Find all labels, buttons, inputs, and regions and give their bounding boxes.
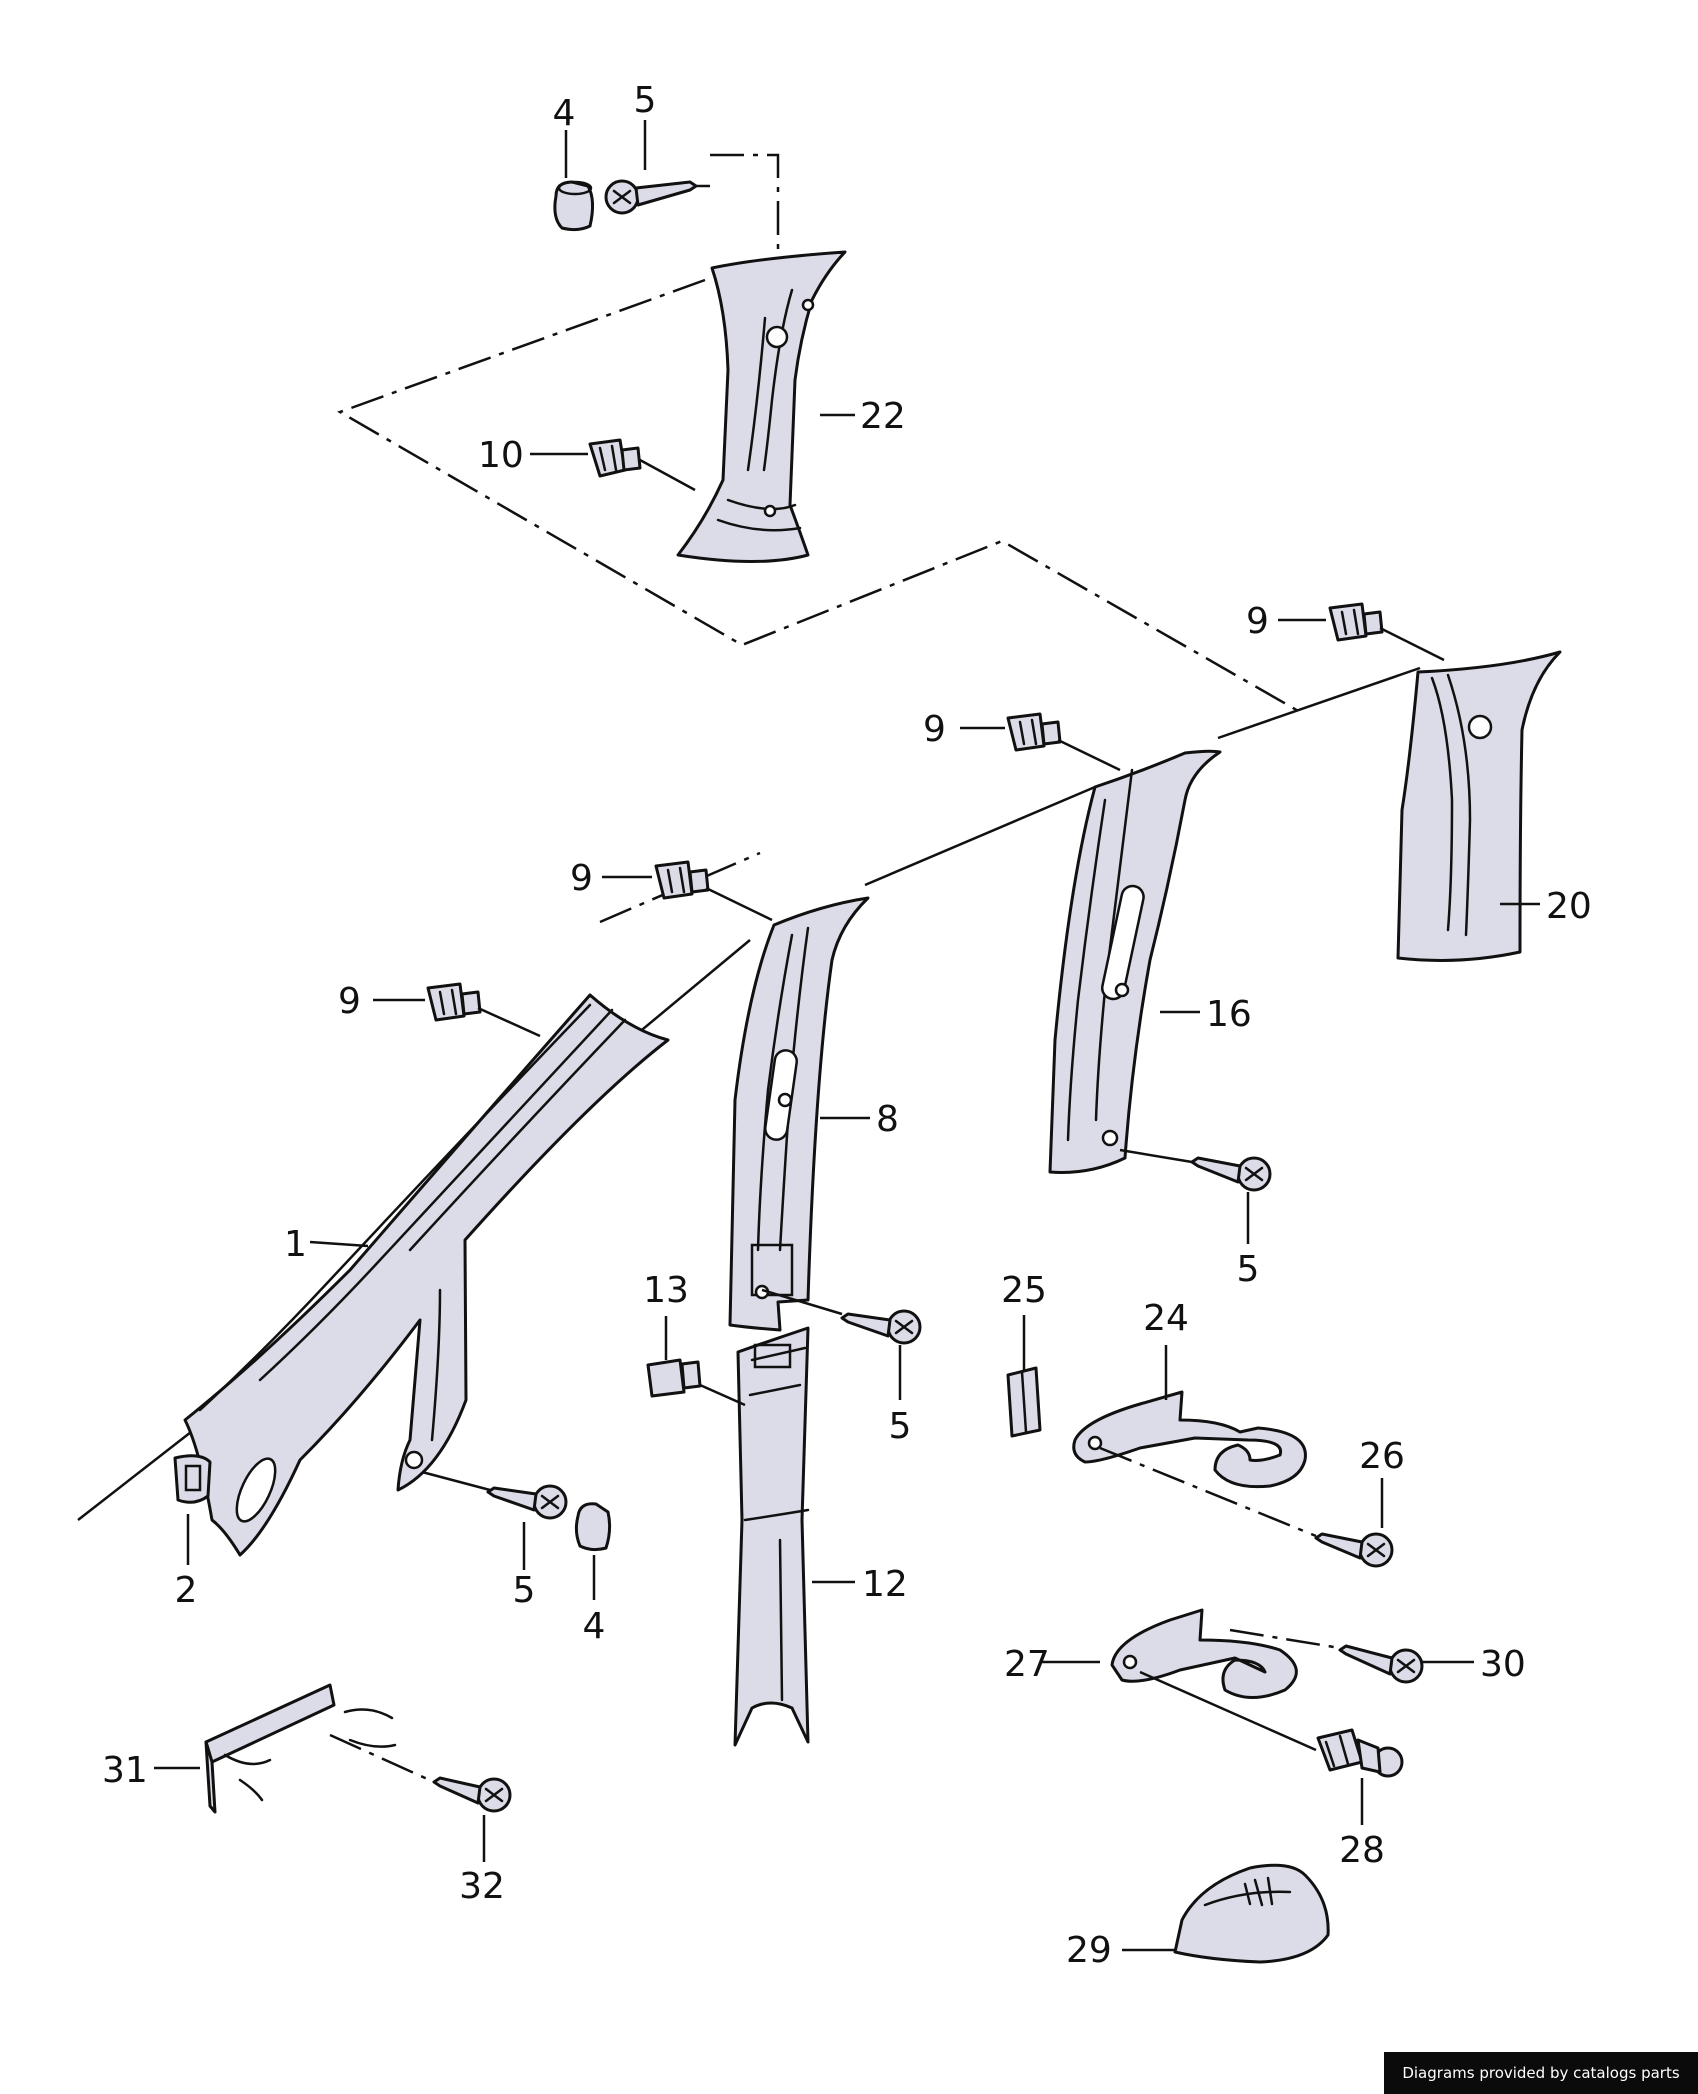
callout-32: 32 bbox=[459, 1866, 505, 1907]
cover-29 bbox=[1173, 1863, 1330, 1964]
part-22-pillar-trim bbox=[676, 250, 847, 563]
callout-16: 16 bbox=[1206, 994, 1252, 1035]
callout-5: 5 bbox=[1237, 1249, 1260, 1290]
roof-line-b bbox=[864, 785, 1096, 887]
alignment-line-roof bbox=[337, 278, 1301, 714]
callout-29: 29 bbox=[1066, 1930, 1112, 1971]
callout-9: 9 bbox=[1246, 601, 1269, 642]
part-8-pillar-trim bbox=[728, 896, 870, 1332]
alignment-line-top bbox=[710, 153, 780, 295]
clip-9c bbox=[654, 860, 710, 900]
fastener-28 bbox=[1316, 1728, 1404, 1778]
callout-26: 26 bbox=[1359, 1436, 1405, 1477]
credit-label: Diagrams provided by catalogs parts bbox=[1384, 2052, 1698, 2094]
callout-28: 28 bbox=[1339, 1830, 1385, 1871]
callout-5: 5 bbox=[513, 1570, 536, 1611]
callout-27: 27 bbox=[1004, 1644, 1050, 1685]
part-20-pillar-trim bbox=[1396, 650, 1562, 962]
screw-5b bbox=[840, 1309, 922, 1345]
callout-13: 13 bbox=[643, 1270, 689, 1311]
callout-31: 31 bbox=[102, 1750, 148, 1791]
clip-9d bbox=[426, 982, 482, 1022]
clip-13 bbox=[646, 1358, 746, 1407]
screw-30 bbox=[1338, 1644, 1424, 1684]
clip-9a bbox=[1328, 602, 1384, 642]
screw-32 bbox=[432, 1776, 512, 1813]
callout-1: 1 bbox=[284, 1224, 307, 1265]
screw-5c bbox=[1190, 1156, 1272, 1192]
clip-2 bbox=[173, 1454, 212, 1504]
roof-line-d bbox=[77, 1424, 201, 1521]
leader-lines bbox=[154, 120, 1540, 1952]
holder-27 bbox=[1110, 1608, 1298, 1699]
callout-30: 30 bbox=[1480, 1644, 1526, 1685]
screw-5a bbox=[604, 179, 710, 215]
screw-26 bbox=[1314, 1532, 1394, 1568]
callout-9: 9 bbox=[923, 709, 946, 750]
screw-5d bbox=[486, 1484, 568, 1520]
roof-line-a bbox=[1217, 666, 1421, 740]
callout-5: 5 bbox=[634, 80, 657, 121]
bracket-31 bbox=[204, 1683, 397, 1814]
callout-9: 9 bbox=[338, 981, 361, 1022]
callout-10: 10 bbox=[478, 435, 524, 476]
callout-12: 12 bbox=[862, 1564, 908, 1605]
clip-9b bbox=[1006, 712, 1062, 752]
pad-25 bbox=[1006, 1366, 1042, 1438]
cap-4b bbox=[574, 1502, 612, 1552]
callout-8: 8 bbox=[876, 1099, 899, 1140]
callout-9: 9 bbox=[570, 858, 593, 899]
callout-4: 4 bbox=[553, 93, 576, 134]
cap-4a bbox=[553, 180, 595, 232]
roof-line-c bbox=[624, 939, 751, 1045]
part-12-pillar-trim bbox=[733, 1326, 810, 1747]
roof-lines bbox=[77, 666, 1421, 1521]
holder-24 bbox=[1072, 1390, 1307, 1489]
callout-5: 5 bbox=[889, 1406, 912, 1447]
callout-4: 4 bbox=[583, 1606, 606, 1647]
callout-2: 2 bbox=[175, 1570, 198, 1611]
callout-25: 25 bbox=[1001, 1270, 1047, 1311]
callout-24: 24 bbox=[1143, 1298, 1189, 1339]
part-16-pillar-trim bbox=[1048, 749, 1222, 1174]
callout-labels: 4 5 22 10 9 9 9 9 20 16 8 1 5 13 25 24 2… bbox=[102, 80, 1592, 1971]
callout-20: 20 bbox=[1546, 886, 1592, 927]
part-1-pillar-trim bbox=[183, 993, 670, 1557]
callout-22: 22 bbox=[860, 396, 906, 437]
clip-10 bbox=[588, 438, 642, 478]
